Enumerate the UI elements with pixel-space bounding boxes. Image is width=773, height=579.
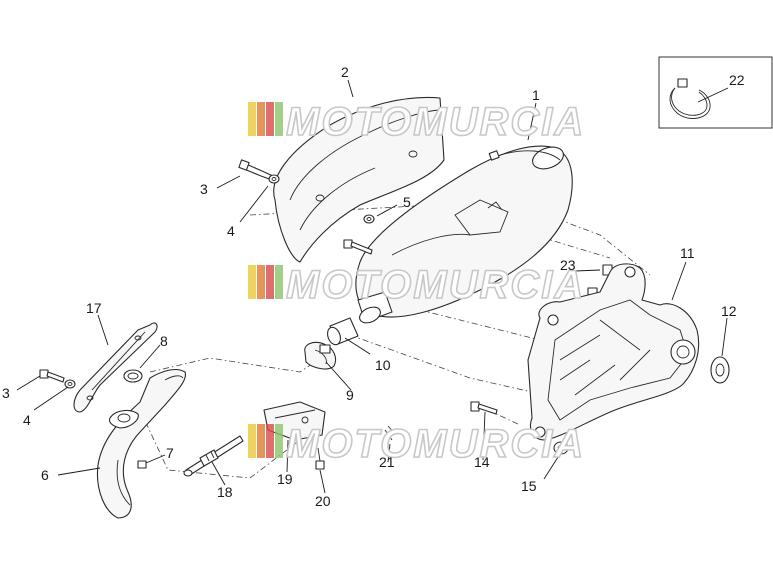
callout-23: 23 — [560, 257, 576, 273]
callout-22: 22 — [729, 72, 745, 88]
callout-8: 8 — [160, 333, 168, 349]
bushing-10 — [327, 317, 359, 346]
exhaust-manifold — [96, 369, 186, 519]
watermark-stripe — [248, 102, 256, 136]
watermark-text: MOTOMURCIA — [286, 100, 585, 144]
watermark-stripe — [248, 265, 256, 299]
nut-7 — [137, 460, 147, 469]
callout-7: 7 — [166, 445, 174, 461]
callout-19: 19 — [277, 471, 293, 487]
callout-4a: 4 — [227, 223, 235, 239]
gasket-8 — [123, 369, 143, 383]
bolt-14 — [470, 401, 498, 415]
watermark-stripe — [266, 424, 274, 458]
watermark-bottom: MOTOMURCIA — [248, 421, 585, 467]
callout-15: 15 — [521, 478, 537, 494]
clamp-inset-box — [658, 56, 773, 129]
callout-10: 10 — [375, 357, 391, 373]
callout-1: 1 — [532, 87, 540, 103]
bolt-lower — [39, 369, 76, 389]
bolt-upper — [238, 159, 280, 184]
watermark-stripe — [266, 265, 274, 299]
callout-17: 17 — [86, 300, 102, 316]
callout-5: 5 — [403, 194, 411, 210]
callout-labels: 1 2 3 3 4 4 5 6 7 8 9 10 11 12 14 15 17 … — [2, 64, 745, 509]
oxygen-sensor — [183, 435, 244, 477]
clamp-9 — [304, 341, 337, 370]
callout-2: 2 — [341, 64, 349, 80]
callout-11: 11 — [680, 245, 695, 261]
watermark-middle: MOTOMURCIA — [248, 262, 585, 308]
leader-lines — [16, 79, 729, 494]
callout-3a: 3 — [200, 181, 208, 197]
nut-5 — [363, 214, 375, 224]
callout-18: 18 — [217, 484, 233, 500]
support-bracket — [527, 263, 700, 441]
callout-14: 14 — [474, 454, 490, 470]
watermark-stripe — [266, 102, 274, 136]
watermark-text: MOTOMURCIA — [286, 422, 585, 466]
callout-3b: 3 — [2, 385, 10, 401]
watermark-stripe — [257, 424, 265, 458]
callout-6: 6 — [41, 467, 49, 483]
callout-9: 9 — [346, 387, 354, 403]
callout-21: 21 — [379, 454, 395, 470]
screw-20 — [315, 447, 325, 470]
watermark-stripe — [257, 265, 265, 299]
bolt-center — [343, 239, 373, 255]
watermark-stripe — [257, 102, 265, 136]
watermark-stripe — [275, 102, 283, 136]
callout-4b: 4 — [23, 412, 31, 428]
pipe-guard — [73, 322, 158, 413]
heat-shield — [273, 96, 445, 263]
callout-12: 12 — [721, 303, 737, 319]
watermark-stripe — [275, 424, 283, 458]
watermark-top: MOTOMURCIA — [248, 99, 585, 145]
part-21 — [384, 425, 396, 441]
watermark-stripe — [275, 265, 283, 299]
callout-20: 20 — [315, 493, 331, 509]
muffler — [355, 145, 573, 324]
washer-12 — [710, 356, 730, 384]
nut-15 — [553, 441, 569, 455]
watermark-stripe — [248, 424, 256, 458]
watermark-text: MOTOMURCIA — [286, 263, 585, 307]
